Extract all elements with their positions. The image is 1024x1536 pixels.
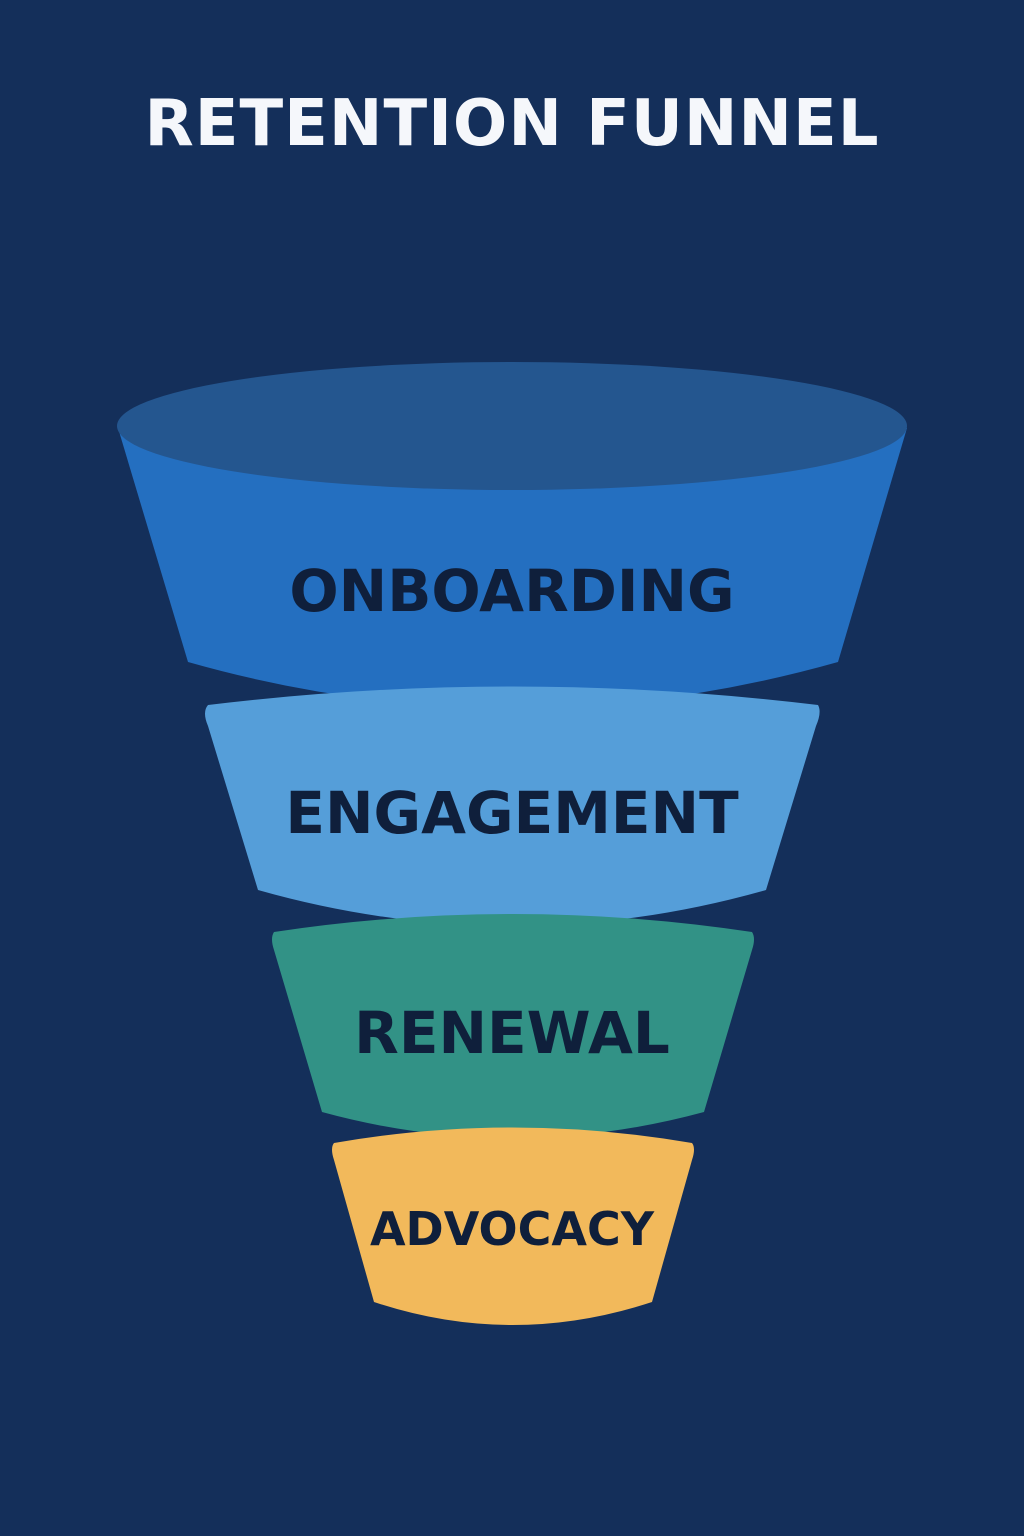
funnel-stage-engagement-body	[205, 686, 820, 926]
funnel-stage-advocacy-body	[332, 1127, 694, 1325]
funnel-stage-renewal: RENEWAL	[272, 914, 754, 1138]
page-title: RETENTION FUNNEL	[144, 87, 880, 161]
funnel-stage-onboarding-label: ONBOARDING	[289, 557, 734, 625]
funnel-stage-renewal-body	[272, 914, 754, 1138]
funnel-top-opening	[117, 362, 907, 490]
funnel-stage-onboarding-body	[118, 428, 907, 708]
funnel-stage-advocacy-label: ADVOCACY	[370, 1202, 655, 1256]
funnel-stage-engagement-label: ENGAGEMENT	[285, 779, 739, 847]
funnel-stage-advocacy: ADVOCACY	[332, 1127, 694, 1325]
funnel-stage-onboarding: ONBOARDING	[117, 362, 907, 708]
funnel-stage-renewal-label: RENEWAL	[354, 999, 670, 1067]
funnel-stage-engagement: ENGAGEMENT	[205, 686, 820, 926]
